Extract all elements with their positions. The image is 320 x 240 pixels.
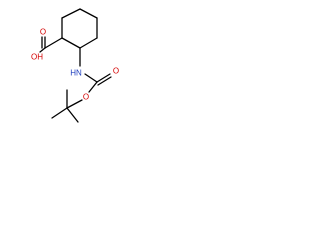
bond — [66, 99, 83, 109]
carbamate-ester-oxygen-label: O — [83, 93, 89, 102]
bond — [66, 107, 79, 123]
bond — [39, 47, 46, 53]
carboxyl-hydroxyl-label: OH — [31, 53, 43, 62]
ring-bond — [61, 8, 81, 19]
ring-bond — [79, 8, 98, 19]
carboxyl-oxygen-label: O — [40, 28, 46, 37]
amide-nh-label: HN — [70, 69, 82, 78]
carboxylic-acid-group: O OH — [31, 28, 63, 62]
structure-canvas: O OH HN O O — [0, 0, 150, 150]
carbamate-carbonyl-oxygen-label: O — [113, 67, 119, 76]
ring-bond — [61, 37, 81, 49]
double-bond — [96, 73, 111, 83]
double-bond — [97, 76, 112, 86]
bond — [51, 107, 68, 119]
carbamate-group: O O — [66, 67, 119, 109]
cyclohexane-ring — [61, 8, 98, 49]
bond — [88, 81, 98, 93]
bond — [44, 37, 63, 49]
ring-bond — [79, 37, 98, 49]
bond — [84, 73, 98, 83]
tert-butyl-group — [51, 89, 79, 123]
boc-aminocyclohexanecarboxylic-acid-structure: O OH HN O O — [31, 8, 119, 123]
amide-group: HN — [70, 47, 98, 83]
